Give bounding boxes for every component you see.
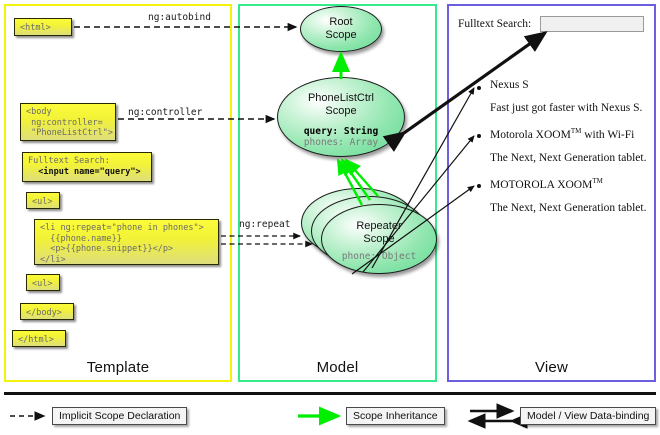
phonelistctrl-scope-prop-query: query: String bbox=[303, 126, 379, 137]
repeater-scope-line2: Scope bbox=[363, 233, 395, 245]
repeater-scope-line1: Repeater bbox=[356, 220, 402, 232]
root-scope: Root Scope bbox=[300, 6, 382, 52]
search-box-label: Fulltext Search: bbox=[28, 156, 110, 166]
body-open-box: <body ng:controller= "PhoneListCtrl"> bbox=[20, 103, 116, 141]
view-phone-snippet-1: The Next, Next Generation tablet. bbox=[490, 152, 647, 164]
view-phone-name-1: Motorola XOOMTM with Wi-Fi bbox=[490, 127, 635, 141]
view-tm-1: TM bbox=[570, 127, 582, 135]
phonelistctrl-scope-line1: PhoneListCtrl bbox=[307, 92, 375, 104]
search-box: Fulltext Search: <input name="query"> bbox=[22, 152, 152, 182]
repeater-scope: Repeater Scope phone: Object bbox=[321, 204, 437, 274]
ng-autobind-label: ng:autobind bbox=[148, 12, 211, 23]
html-open-box: <html> bbox=[14, 18, 72, 36]
view-phone-name-0: Nexus S bbox=[490, 79, 529, 91]
phonelistctrl-scope-line2: Scope bbox=[325, 105, 357, 117]
root-scope-line2: Scope bbox=[325, 29, 357, 41]
view-bullet-2 bbox=[477, 184, 481, 188]
view-search-input[interactable] bbox=[540, 16, 644, 32]
column-label-template: Template bbox=[86, 359, 150, 376]
view-bullet-0 bbox=[477, 86, 481, 90]
view-tm-2: TM bbox=[592, 177, 603, 185]
column-view: View bbox=[447, 4, 656, 382]
body-close-box: </body> bbox=[20, 303, 74, 320]
view-phone-snippet-2: The Next, Next Generation tablet. bbox=[490, 202, 647, 214]
phonelistctrl-scope-prop-phones: phones: Array bbox=[303, 137, 379, 148]
html-close-box: </html> bbox=[12, 330, 66, 347]
view-phone-snippet-0: Fast just got faster with Nexus S. bbox=[490, 102, 643, 114]
legend-data-binding: Model / View Data-binding bbox=[520, 407, 657, 425]
search-box-input-code: <input name="query"> bbox=[28, 166, 141, 177]
ul-open-box: <ul> bbox=[26, 192, 60, 209]
column-label-model: Model bbox=[316, 359, 359, 376]
phonelistctrl-scope: PhoneListCtrl Scope query: String phones… bbox=[277, 77, 405, 157]
ng-controller-label: ng:controller bbox=[128, 107, 203, 118]
li-repeat-box: <li ng:repeat="phone in phones"> {{phone… bbox=[34, 219, 219, 265]
ng-repeat-label: ng:repeat bbox=[239, 219, 291, 230]
view-phone-name-2: MOTOROLA XOOMTM bbox=[490, 177, 603, 191]
legend-implicit-scope-declaration: Implicit Scope Declaration bbox=[52, 407, 188, 425]
repeater-scope-prop-phone: phone: Object bbox=[341, 251, 417, 262]
legend-scope-inheritance: Scope Inheritance bbox=[346, 407, 445, 425]
legend-divider bbox=[4, 392, 656, 395]
root-scope-line1: Root bbox=[329, 16, 353, 28]
view-bullet-1 bbox=[477, 134, 481, 138]
view-search-label: Fulltext Search: bbox=[458, 18, 532, 30]
column-label-view: View bbox=[534, 359, 569, 376]
ul-close-box: <ul> bbox=[26, 274, 60, 291]
